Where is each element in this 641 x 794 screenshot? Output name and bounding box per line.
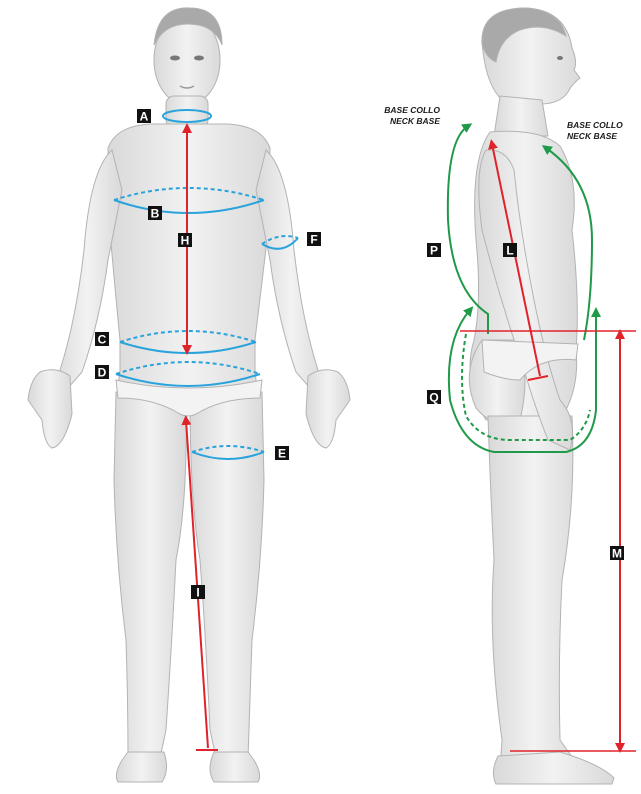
front-torso: [108, 124, 270, 402]
svg-text:E: E: [278, 447, 286, 461]
svg-text:Q: Q: [429, 391, 438, 405]
svg-text:A: A: [140, 110, 149, 124]
side-figure: BASE COLLO NECK BASE BASE COLLO NECK BAS…: [384, 8, 636, 784]
svg-text:B: B: [151, 207, 160, 221]
svg-text:P: P: [430, 244, 438, 258]
svg-text:L: L: [506, 244, 513, 258]
front-right-eye: [194, 56, 204, 61]
tag-b: B: [148, 206, 162, 221]
tag-d: D: [95, 365, 109, 380]
side-foot: [493, 752, 614, 784]
neck-base-left-line2: NECK BASE: [390, 116, 440, 126]
side-eye: [557, 56, 563, 60]
svg-text:D: D: [98, 366, 107, 380]
side-legs: [488, 416, 580, 770]
tag-l: L: [503, 243, 517, 258]
neck-base-right-line2: NECK BASE: [567, 131, 617, 141]
neck-base-left-line1: BASE COLLO: [384, 105, 440, 115]
tag-m: M: [610, 546, 624, 561]
tag-q: Q: [427, 390, 441, 405]
tag-i: I: [191, 585, 205, 600]
neck-base-right-line1: BASE COLLO: [567, 120, 623, 130]
front-right-hand: [306, 370, 350, 448]
front-left-foot: [116, 752, 166, 782]
front-figure: A B H F C D E I: [28, 8, 350, 782]
tag-p: P: [427, 243, 441, 258]
front-right-arm: [256, 150, 326, 388]
svg-text:F: F: [310, 233, 317, 247]
side-neck: [494, 96, 548, 136]
front-right-foot: [210, 752, 260, 782]
front-left-hand: [28, 370, 72, 448]
tag-h: H: [178, 233, 192, 248]
svg-text:M: M: [612, 547, 622, 561]
tag-f: F: [307, 232, 321, 247]
svg-text:C: C: [98, 333, 107, 347]
front-left-eye: [170, 56, 180, 61]
tag-c: C: [95, 332, 109, 347]
front-left-arm: [52, 150, 122, 388]
front-left-leg: [114, 392, 186, 758]
svg-text:H: H: [181, 234, 190, 248]
tag-a: A: [137, 109, 151, 124]
tag-e: E: [275, 446, 289, 461]
svg-text:I: I: [196, 586, 199, 600]
